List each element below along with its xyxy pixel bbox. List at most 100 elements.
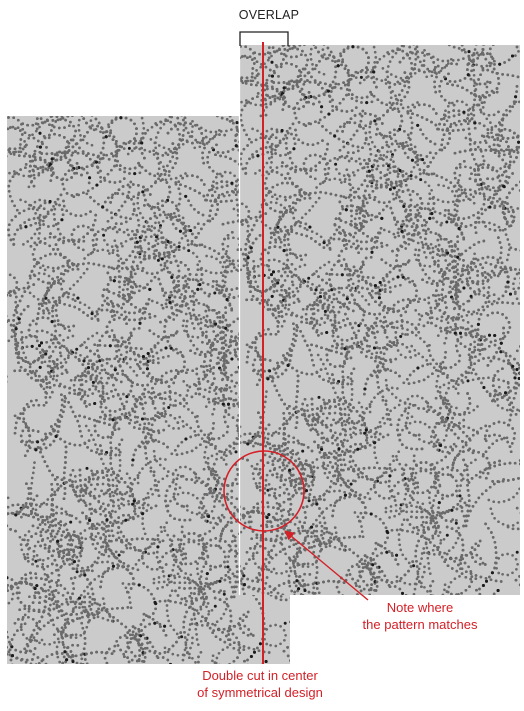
pattern-dot — [203, 601, 206, 604]
pattern-dot — [57, 101, 60, 104]
pattern-dot — [207, 462, 210, 465]
pattern-dot — [183, 577, 186, 580]
pattern-dot — [201, 437, 204, 440]
pattern-dot — [133, 370, 136, 373]
pattern-dot — [121, 245, 124, 248]
pattern-dot — [70, 601, 73, 604]
pattern-dot — [118, 270, 121, 273]
pattern-dot — [43, 388, 46, 391]
pattern-dot — [103, 239, 106, 242]
pattern-dot — [207, 602, 210, 605]
pattern-dot — [19, 85, 22, 88]
pattern-dot — [34, 233, 37, 236]
pattern-dot — [39, 224, 42, 227]
pattern-dot — [211, 510, 214, 513]
pattern-dot — [99, 372, 102, 375]
pattern-dot — [198, 506, 201, 509]
pattern-dot — [177, 654, 180, 657]
pattern-dot — [90, 119, 93, 122]
pattern-dot — [136, 197, 139, 200]
pattern-dot — [42, 559, 45, 562]
pattern-dot — [28, 610, 31, 613]
pattern-dot — [34, 212, 37, 215]
pattern-dot — [60, 666, 63, 669]
pattern-dot — [279, 642, 282, 645]
pattern-dot — [228, 444, 231, 447]
pattern-dot — [159, 458, 162, 461]
pattern-dot — [172, 318, 175, 321]
pattern-dot — [93, 578, 96, 581]
pattern-dot — [131, 150, 134, 153]
pattern-dot — [34, 512, 37, 515]
pattern-dot — [213, 69, 216, 72]
pattern-dot — [157, 357, 160, 360]
pattern-dot — [204, 129, 207, 132]
pattern-dot — [67, 336, 70, 339]
pattern-dot — [83, 341, 86, 344]
pattern-dot — [79, 532, 82, 535]
pattern-dot — [205, 320, 208, 323]
pattern-dot — [20, 548, 23, 551]
pattern-dot — [164, 410, 167, 413]
pattern-dot — [30, 204, 33, 207]
pattern-dot — [57, 638, 60, 641]
pattern-dot — [120, 497, 123, 500]
pattern-dot — [213, 408, 216, 411]
pattern-dot — [6, 584, 9, 587]
pattern-dot — [146, 129, 149, 132]
pattern-dot — [233, 266, 236, 269]
pattern-dot — [100, 369, 103, 372]
pattern-dot — [184, 581, 187, 584]
pattern-dot — [130, 606, 133, 609]
pattern-dot — [91, 335, 94, 338]
pattern-dot — [141, 522, 144, 525]
pattern-dot — [112, 494, 115, 497]
pattern-dot — [35, 508, 38, 511]
pattern-dot — [33, 555, 36, 558]
pattern-dot — [73, 384, 76, 387]
pattern-dot — [142, 668, 145, 671]
pattern-dot — [197, 643, 200, 646]
pattern-dot — [61, 665, 64, 668]
pattern-dot — [3, 520, 6, 523]
pattern-dot — [224, 171, 227, 174]
pattern-dot — [116, 488, 119, 491]
pattern-dot — [157, 172, 160, 175]
pattern-dot — [74, 480, 77, 483]
pattern-dot — [134, 237, 137, 240]
pattern-dot — [205, 269, 208, 272]
pattern-dot — [27, 137, 30, 140]
pattern-dot — [190, 314, 193, 317]
pattern-dot — [175, 106, 178, 109]
pattern-dot — [83, 272, 86, 275]
pattern-dot — [226, 646, 229, 649]
pattern-dot — [154, 147, 157, 150]
pattern-dot — [163, 294, 166, 297]
pattern-dot — [103, 602, 106, 605]
pattern-dot — [49, 604, 52, 607]
pattern-dot — [192, 100, 195, 103]
pattern-dot — [182, 143, 185, 146]
pattern-dot — [25, 514, 28, 517]
pattern-dot — [1, 136, 4, 139]
pattern-dot — [138, 471, 141, 474]
pattern-dot — [184, 466, 187, 469]
pattern-dot — [213, 320, 216, 323]
pattern-dot — [143, 149, 146, 152]
pattern-dot — [38, 272, 41, 275]
pattern-dot — [208, 401, 211, 404]
pattern-dot — [231, 540, 234, 543]
pattern-dot — [211, 623, 214, 626]
pattern-dot — [90, 469, 93, 472]
pattern-dot — [196, 638, 199, 641]
pattern-dot — [3, 147, 6, 150]
pattern-dot — [39, 505, 42, 508]
pattern-dot — [134, 513, 137, 516]
pattern-dot — [78, 105, 81, 108]
pattern-dot — [167, 470, 170, 473]
pattern-dot — [70, 634, 73, 637]
pattern-dot — [223, 369, 226, 372]
pattern-dot — [189, 90, 192, 93]
pattern-dot — [224, 281, 227, 284]
pattern-dot — [168, 148, 171, 151]
